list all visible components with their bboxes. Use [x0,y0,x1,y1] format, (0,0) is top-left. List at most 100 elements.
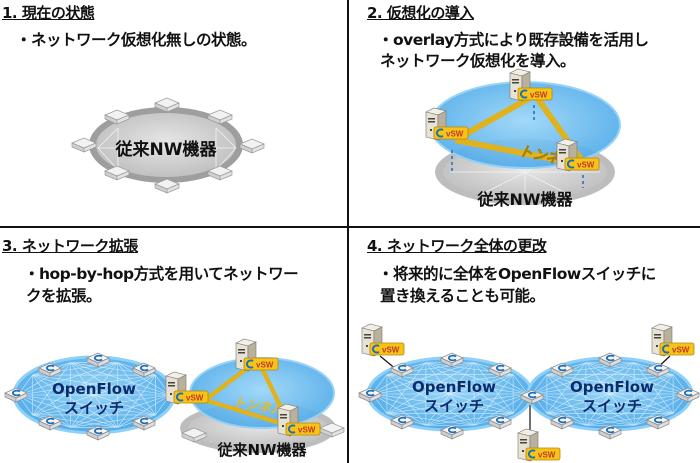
legacy-switches [71,97,265,194]
panel-network-expansion: 3. ネットワーク拡張 ・hop-by-hop方式を用いてネットワー クを拡張。… [0,228,348,463]
openflow-switch-icon [390,362,414,378]
panel-description-line: ・hop-by-hop方式を用いてネットワー [24,265,299,283]
openflow-logo-icon [557,364,567,372]
panel-full-replacement: 4. ネットワーク全体の更改 ・将来的に全体をOpenFlowスイッチに 置き換… [350,228,700,463]
vsw-logo-icon [288,424,296,434]
panel-description-line: ・overlay方式により既存設備を活用し [378,31,649,49]
openflow-logo-icon [11,389,21,397]
vsw-badge: vSW [369,342,405,356]
openflow-logo-icon [45,364,55,372]
openflow-label: OpenFlow [412,378,496,396]
openflow-switch-icon [4,387,28,403]
vsw-badge: vSW [173,390,209,404]
openflow-logo-icon [139,417,149,425]
legacy-switch-icon [207,109,233,125]
vsw-badge: vSW [433,126,469,140]
panel-description-line: ネットワーク仮想化を導入。 [380,52,576,70]
openflow-switch-icon [390,414,414,430]
openflow-logo-icon [527,391,537,399]
panel-title: 3. ネットワーク拡張 [2,237,138,255]
openflow-switch-icon [38,362,62,378]
openflow-logo-icon [653,364,663,372]
vsw-label: vSW [538,451,556,460]
openflow-logo-icon [447,426,457,434]
openflow-switch-icon [520,389,544,405]
vsw-logo-icon [176,392,184,402]
server-icon [361,323,383,357]
tunnel-lines [203,357,293,429]
openflow-logo-icon [495,416,505,424]
vsw-label: vSW [446,130,464,139]
legacy-label: 従来NW機器 [216,441,307,459]
openflow-logo-icon [365,389,375,397]
openflow-logo-icon [447,354,457,362]
openflow-switch-icon [38,415,62,431]
openflow-switch-icon [646,414,670,430]
openflow-label: スイッチ [64,399,124,417]
openflow-logo-icon [139,364,149,372]
panel-description-line: 置き換えることも可能。 [380,287,545,305]
openflow-label: OpenFlow [52,380,136,398]
openflow-label: OpenFlow [570,378,654,396]
openflow-switch-icon [550,362,574,378]
panel-current-state: 1. 現在の状態 ・ネットワーク仮想化無しの状態。 従来NW機器 [0,0,348,226]
server-with-vsw: vSW [556,138,600,172]
server-icon [277,403,299,437]
vsw-label: vSW [298,426,316,435]
openflow-switch-icon [86,425,110,441]
vsw-hosts: vSW vSW vSW [361,323,695,462]
openflow-logo-icon [397,416,407,424]
mesh-lines [97,127,237,171]
server-with-vsw: vSW [509,68,553,102]
legacy-switch-icon [71,137,97,153]
legacy-label: 従来NW機器 [476,190,573,209]
panel-description-line: ・将来的に全体をOpenFlowスイッチに [378,265,656,283]
panel-description-line: ・ネットワーク仮想化無しの状態。 [16,31,257,49]
vsw-logo-icon [246,359,254,369]
openflow-logo-icon [495,364,505,372]
openflow-switch-icon [440,424,464,440]
vsw-logo-icon [662,344,670,354]
openflow-label: スイッチ [582,397,642,415]
server-with-vsw: vSW [361,323,405,357]
openflow-logo-icon [557,416,567,424]
panel-virtualization-intro: 2. 仮想化の導入 ・overlay方式により既存設備を活用し ネットワーク仮想… [350,0,700,226]
openflow-switch-icon [132,415,156,431]
vsw-label: vSW [672,346,690,355]
openflow-switch-icon [440,352,464,368]
vsw-label: vSW [577,161,595,170]
openflow-logo-icon [605,426,615,434]
openflow-logo-icon [683,389,693,397]
legacy-switch-icon [154,97,180,113]
openflow-network [12,355,176,435]
vsw-logo-icon [528,449,536,459]
openflow-switch-icon [358,387,382,403]
openflow-network-right [526,356,694,432]
openflow-switch-icon [488,414,512,430]
legacy-label: 従来NW機器 [115,139,218,160]
openflow-switch-icon [132,362,156,378]
vsw-label: vSW [256,361,274,370]
vertical-divider [347,0,349,463]
server-with-vsw: vSW [425,107,469,141]
legacy-switch-icon [104,109,130,125]
vsw-logo-icon [372,344,380,354]
server-with-vsw: vSW [277,403,321,437]
vsw-badge: vSW [525,447,561,461]
vsw-badge: vSW [659,342,695,356]
openflow-logo-icon [397,364,407,372]
openflow-switch-icon [598,352,622,368]
openflow-switches [4,352,345,443]
openflow-logo-icon [93,427,103,435]
vsw-hosts: vSW vSW vSW [165,338,321,437]
vsw-label: vSW [186,394,204,403]
openflow-switch-icon [676,387,700,403]
vsw-badge: vSW [243,357,279,371]
panel-title: 4. ネットワーク全体の更改 [367,237,547,255]
vsw-label: vSW [382,346,400,355]
openflow-switch-icon [488,362,512,378]
openflow-logo-icon [45,417,55,425]
legacy-switch-icon [207,165,233,181]
